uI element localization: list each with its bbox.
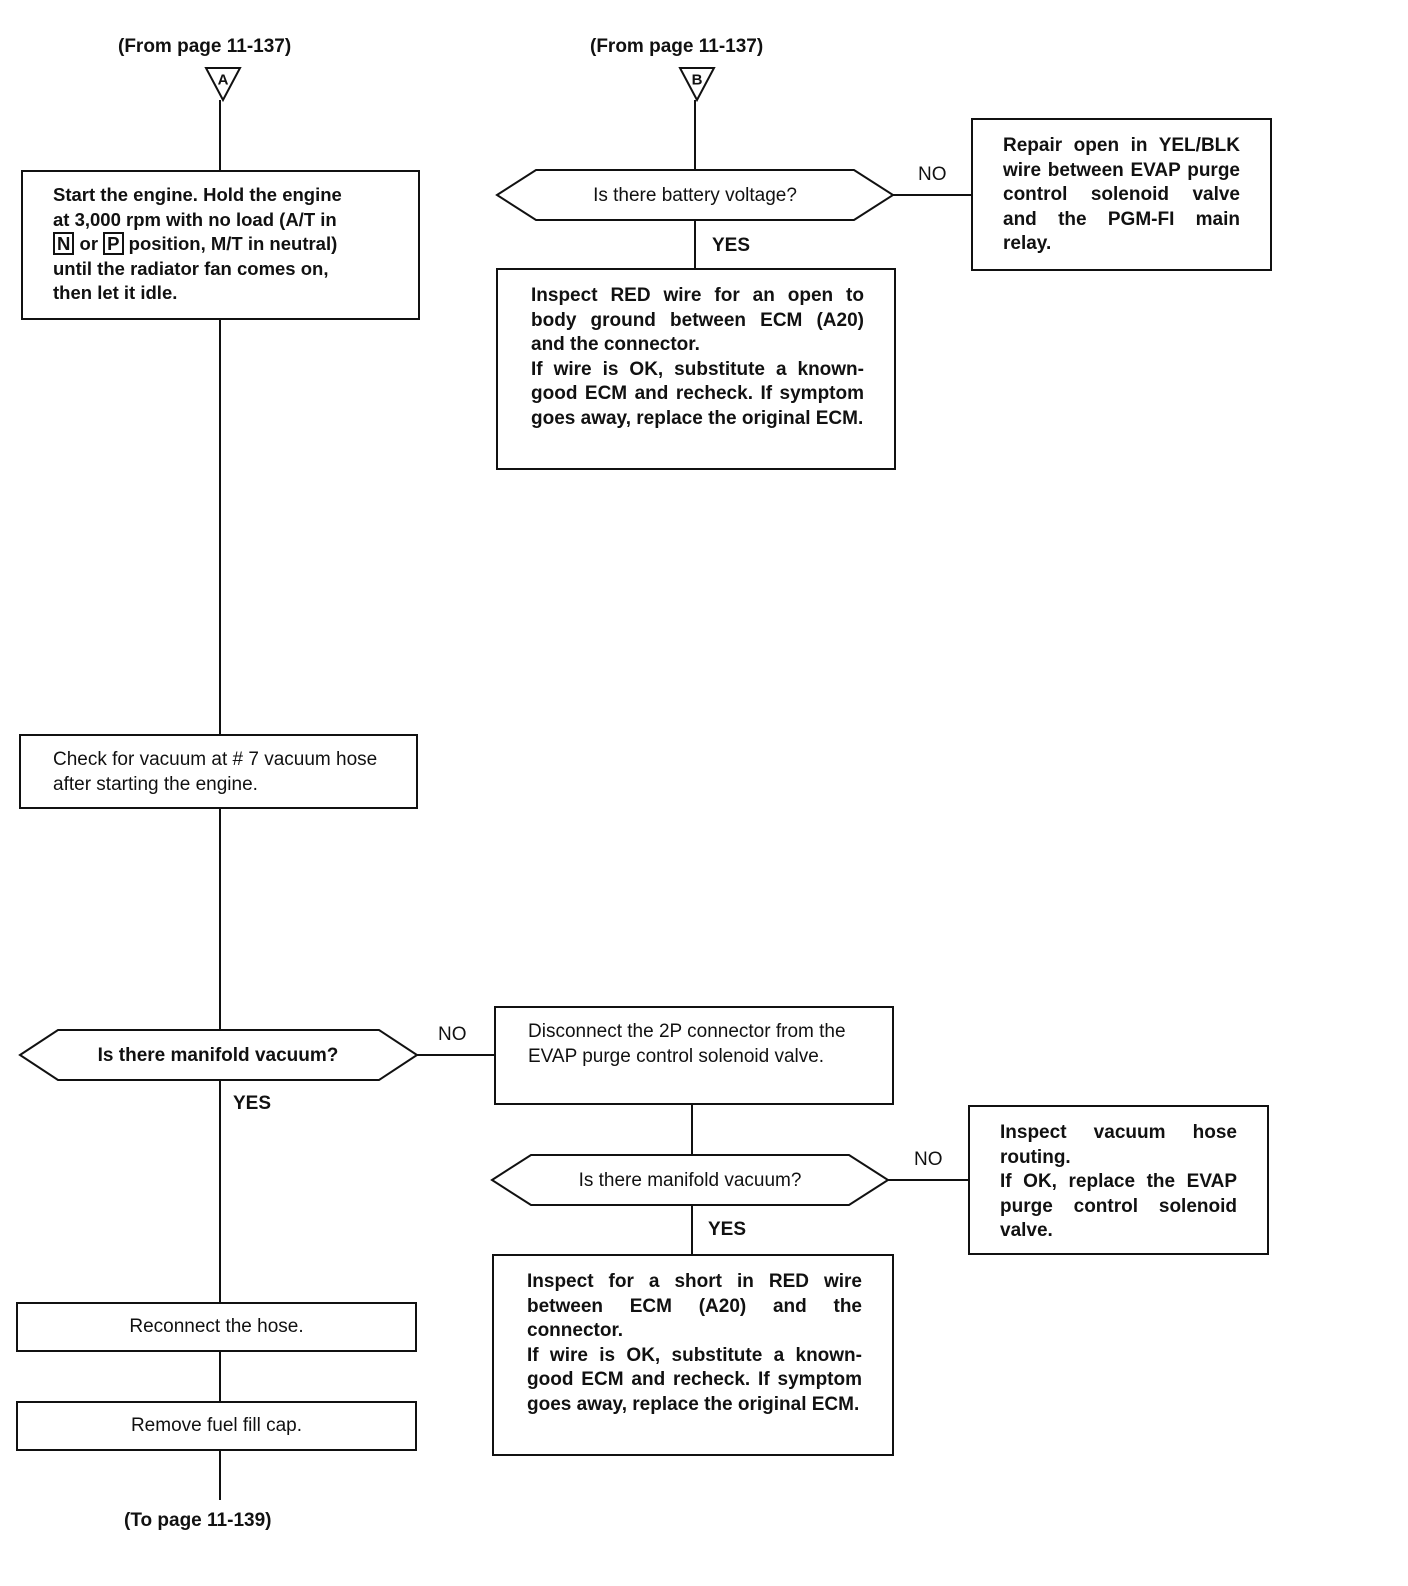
connector-a-triangle — [204, 67, 242, 103]
inspect-hose-text-2: If OK, replace the EVAP purge control so… — [1000, 1171, 1237, 1241]
label-no-battery: NO — [918, 164, 947, 185]
inspect-short-text-2: If wire is OK, substitute a known-good E… — [527, 1344, 862, 1415]
decision-battery-shape — [495, 169, 895, 221]
check-vacuum-text: Check for vacuum at # 7 vacuum hose afte… — [53, 749, 378, 795]
box-disconnect-2p: Disconnect the 2P connector from the EVA… — [494, 1006, 894, 1105]
box-remove-fuel-cap: Remove fuel fill cap. — [16, 1401, 417, 1451]
key-n-badge: N — [53, 232, 75, 255]
key-p-badge: P — [103, 232, 124, 255]
start-engine-line-2: at 3,000 rpm with no load (A/T in — [53, 208, 337, 230]
label-yes-battery: YES — [712, 235, 751, 256]
label-no-manifold1: NO — [438, 1024, 467, 1045]
inspect-hose-text-1: Inspect vacuum hose routing. — [1000, 1122, 1237, 1168]
from-page-ref-b: (From page 11-137) — [590, 36, 764, 57]
label-yes-manifold2: YES — [708, 1219, 747, 1240]
start-engine-or: or — [79, 233, 99, 254]
label-yes-manifold1: YES — [233, 1093, 272, 1114]
label-no-manifold2: NO — [914, 1149, 943, 1170]
connector-a-label: A — [217, 71, 229, 89]
connector-b-label: B — [691, 71, 703, 89]
decision-manifold1: Is there manifold vacuum? — [97, 1045, 339, 1066]
decision-manifold2: Is there manifold vacuum? — [578, 1170, 802, 1191]
inspect-short-text-1: Inspect for a short in RED wire between … — [527, 1271, 862, 1341]
decision-battery: Is there battery voltage? — [593, 185, 797, 206]
box-start-engine: Start the engine. Hold the engine at 3,0… — [21, 170, 420, 320]
box-check-vacuum: Check for vacuum at # 7 vacuum hose afte… — [19, 734, 418, 809]
repair-open-text: Repair open in YEL/BLK wire between EVAP… — [1003, 135, 1240, 254]
disconnect-2p-text: Disconnect the 2P connector from the EVA… — [528, 1021, 846, 1067]
start-engine-line-1: Start the engine. Hold the engine — [53, 184, 342, 205]
box-repair-open: Repair open in YEL/BLK wire between EVAP… — [971, 118, 1272, 271]
decision-manifold1-shape — [18, 1029, 419, 1081]
box-inspect-hose: Inspect vacuum hose routing. If OK, repl… — [968, 1105, 1269, 1255]
inspect-red-open-text-1: Inspect RED wire for an open to body gro… — [531, 285, 864, 355]
box-reconnect-hose: Reconnect the hose. — [16, 1302, 417, 1352]
from-page-ref-a: (From page 11-137) — [118, 36, 292, 57]
start-engine-line-4: until the radiator fan comes on, — [53, 257, 329, 279]
to-page-ref: (To page 11-139) — [124, 1510, 272, 1531]
start-engine-line-3: N or P position, M/T in neutral) — [53, 232, 388, 257]
decision-manifold2-shape — [490, 1154, 890, 1206]
start-engine-line-5: then let it idle. — [53, 282, 178, 303]
reconnect-hose-text: Reconnect the hose. — [129, 1315, 304, 1337]
box-inspect-red-open: Inspect RED wire for an open to body gro… — [496, 268, 896, 470]
remove-fuel-cap-text: Remove fuel fill cap. — [130, 1414, 303, 1436]
inspect-red-open-text-2: If wire is OK, substitute a known-good E… — [531, 358, 864, 429]
connector-b-triangle — [678, 67, 716, 103]
box-inspect-short: Inspect for a short in RED wire between … — [492, 1254, 894, 1456]
start-engine-line-3-rest: position, M/T in neutral) — [128, 233, 338, 254]
